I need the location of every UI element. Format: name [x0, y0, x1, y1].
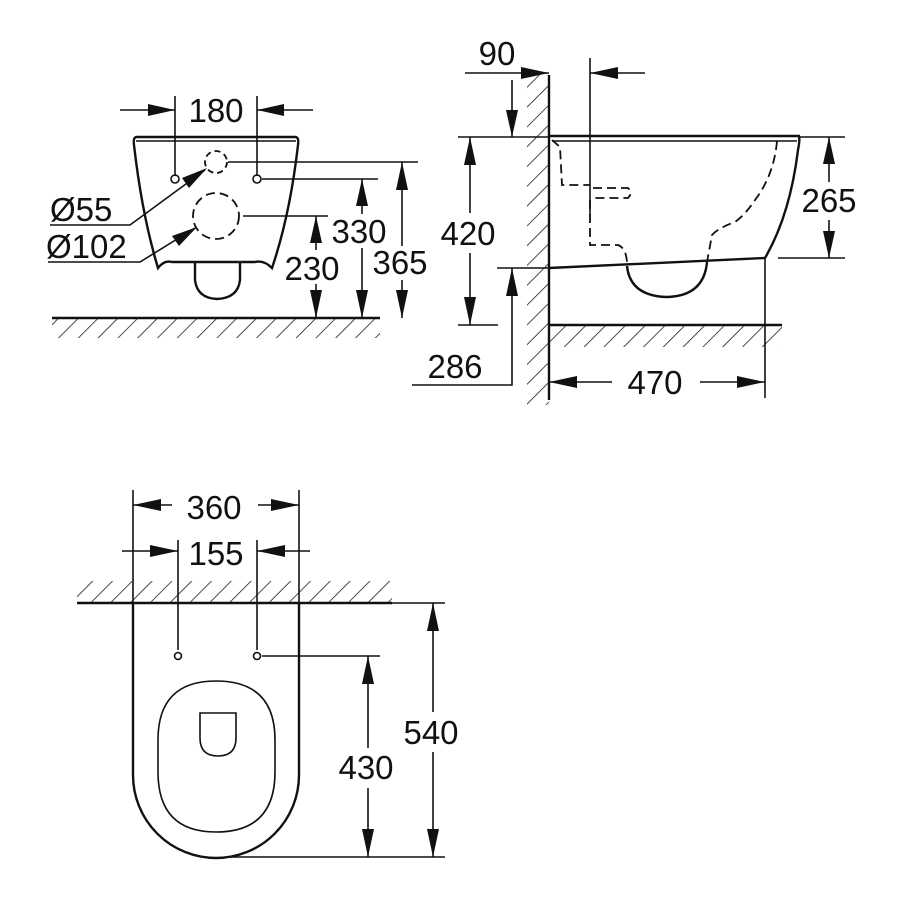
side-view: 90 420 286 265 470	[412, 35, 865, 405]
inlet-hole	[204, 150, 228, 174]
bowl-top-outline	[131, 603, 301, 860]
dim-360-label: 360	[186, 489, 241, 526]
floor-hatch-side	[549, 325, 782, 347]
dim-dia-102-label: Ø102	[46, 228, 127, 265]
floor-hatch	[52, 318, 380, 338]
top-view: 360 155 540 430	[77, 489, 468, 860]
dim-365-label: 365	[372, 244, 427, 281]
fixing-hole-left-top	[173, 651, 183, 661]
dim-180-label: 180	[188, 92, 243, 129]
dim-430-label: 430	[338, 749, 393, 786]
seat-outline	[157, 680, 276, 833]
bowl-opening	[199, 712, 237, 757]
dim-dia-55-label: Ø55	[50, 191, 112, 228]
dim-90-label: 90	[479, 35, 516, 72]
dim-155-label: 155	[188, 535, 243, 572]
front-view: 180 365 330 230 Ø55 Ø102	[46, 92, 436, 338]
side-outlet	[625, 261, 709, 299]
bowl-outlet	[193, 263, 242, 301]
bowl-side-outline	[548, 134, 801, 270]
outlet-hole	[192, 192, 240, 240]
dim-470-label: 470	[627, 364, 682, 401]
wall-hatch-top	[77, 581, 392, 603]
fixing-hole-left	[170, 174, 180, 184]
dim-286-label: 286	[427, 348, 482, 385]
dim-230-label: 230	[284, 250, 339, 287]
fixing-hole-right	[252, 174, 262, 184]
bowl-front-outline	[132, 135, 300, 271]
dim-265-label: 265	[801, 182, 856, 219]
fixing-hole-right-top	[252, 651, 262, 661]
dim-420-label: 420	[440, 215, 495, 252]
wall-hatch	[527, 75, 549, 405]
dim-330-label: 330	[331, 213, 386, 250]
dim-540-label: 540	[403, 714, 458, 751]
